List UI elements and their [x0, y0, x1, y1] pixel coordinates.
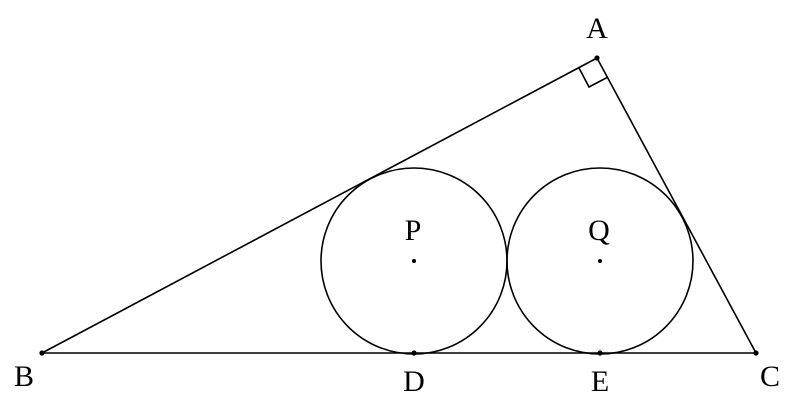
label-c: C [760, 360, 780, 393]
point-e [597, 350, 603, 356]
label-b: B [14, 360, 34, 393]
point-a [594, 55, 600, 61]
label-d: D [403, 365, 425, 398]
point-c [753, 350, 759, 356]
label-a: A [586, 12, 608, 45]
point-b [39, 350, 45, 356]
side-ab [41, 57, 598, 354]
right-angle-marker-a [578, 67, 609, 89]
label-e: E [591, 365, 609, 398]
side-ac [596, 57, 757, 354]
point-q [598, 259, 602, 263]
point-d [411, 350, 417, 356]
label-p: P [405, 214, 422, 247]
label-q: Q [588, 214, 610, 247]
point-p [412, 259, 416, 263]
